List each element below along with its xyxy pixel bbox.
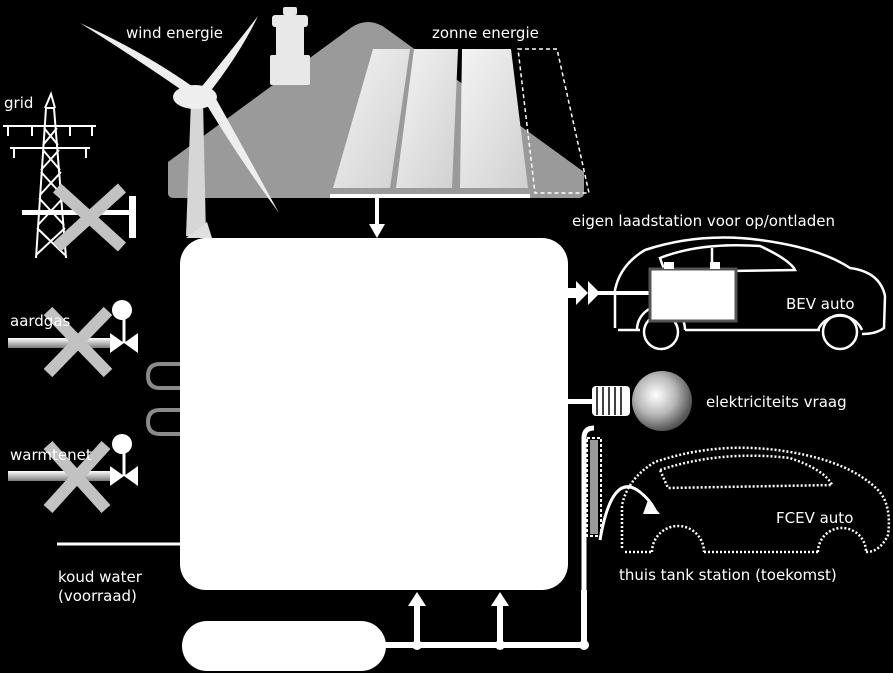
chimney-icon xyxy=(270,7,310,85)
heat-label: warmtenet xyxy=(10,446,92,464)
heat-valve-icon xyxy=(110,434,138,486)
bulb-icon xyxy=(632,371,692,431)
tank-station-label: thuis tank station (toekomst) xyxy=(619,566,837,584)
central-unit xyxy=(180,238,568,590)
fcev-car-icon xyxy=(620,446,891,554)
solar-arrow xyxy=(369,198,385,238)
tank-arrows xyxy=(408,592,589,650)
bev-label: BEV auto xyxy=(786,295,855,313)
grid-label: grid xyxy=(4,94,34,112)
demand-connector xyxy=(568,386,630,416)
cold-water-label-line2: (voorraad) xyxy=(58,587,137,605)
solar-label: zonne energie xyxy=(432,24,539,42)
cold-water-label-line1: koud water xyxy=(58,568,142,586)
fcev-label: FCEV auto xyxy=(776,509,854,527)
gas-label: aardgas xyxy=(10,312,71,330)
gas-cross xyxy=(43,306,113,378)
charger-label: eigen laadstation voor op/ontladen xyxy=(572,212,835,230)
gas-pipe xyxy=(8,338,112,348)
tank-icon xyxy=(182,621,386,671)
hydrogen-pipe xyxy=(581,425,595,596)
battery-icon xyxy=(648,262,738,323)
tank-pipes xyxy=(384,590,587,648)
wind-turbine-icon xyxy=(80,16,279,236)
demand-label: elektriciteits vraag xyxy=(706,393,847,411)
wind-arrow xyxy=(186,222,212,238)
fuel-nozzle-icon xyxy=(586,437,660,541)
charge-arrows xyxy=(568,281,650,305)
wind-label: wind energie xyxy=(126,24,224,42)
pylon-icon xyxy=(3,91,96,259)
heat-exchange-loops xyxy=(145,362,180,436)
heat-pipe xyxy=(8,471,112,481)
valve-icon xyxy=(110,300,138,353)
solar-panel-icon xyxy=(330,48,590,198)
heat-cross xyxy=(43,440,111,514)
grid-cross xyxy=(52,183,127,252)
